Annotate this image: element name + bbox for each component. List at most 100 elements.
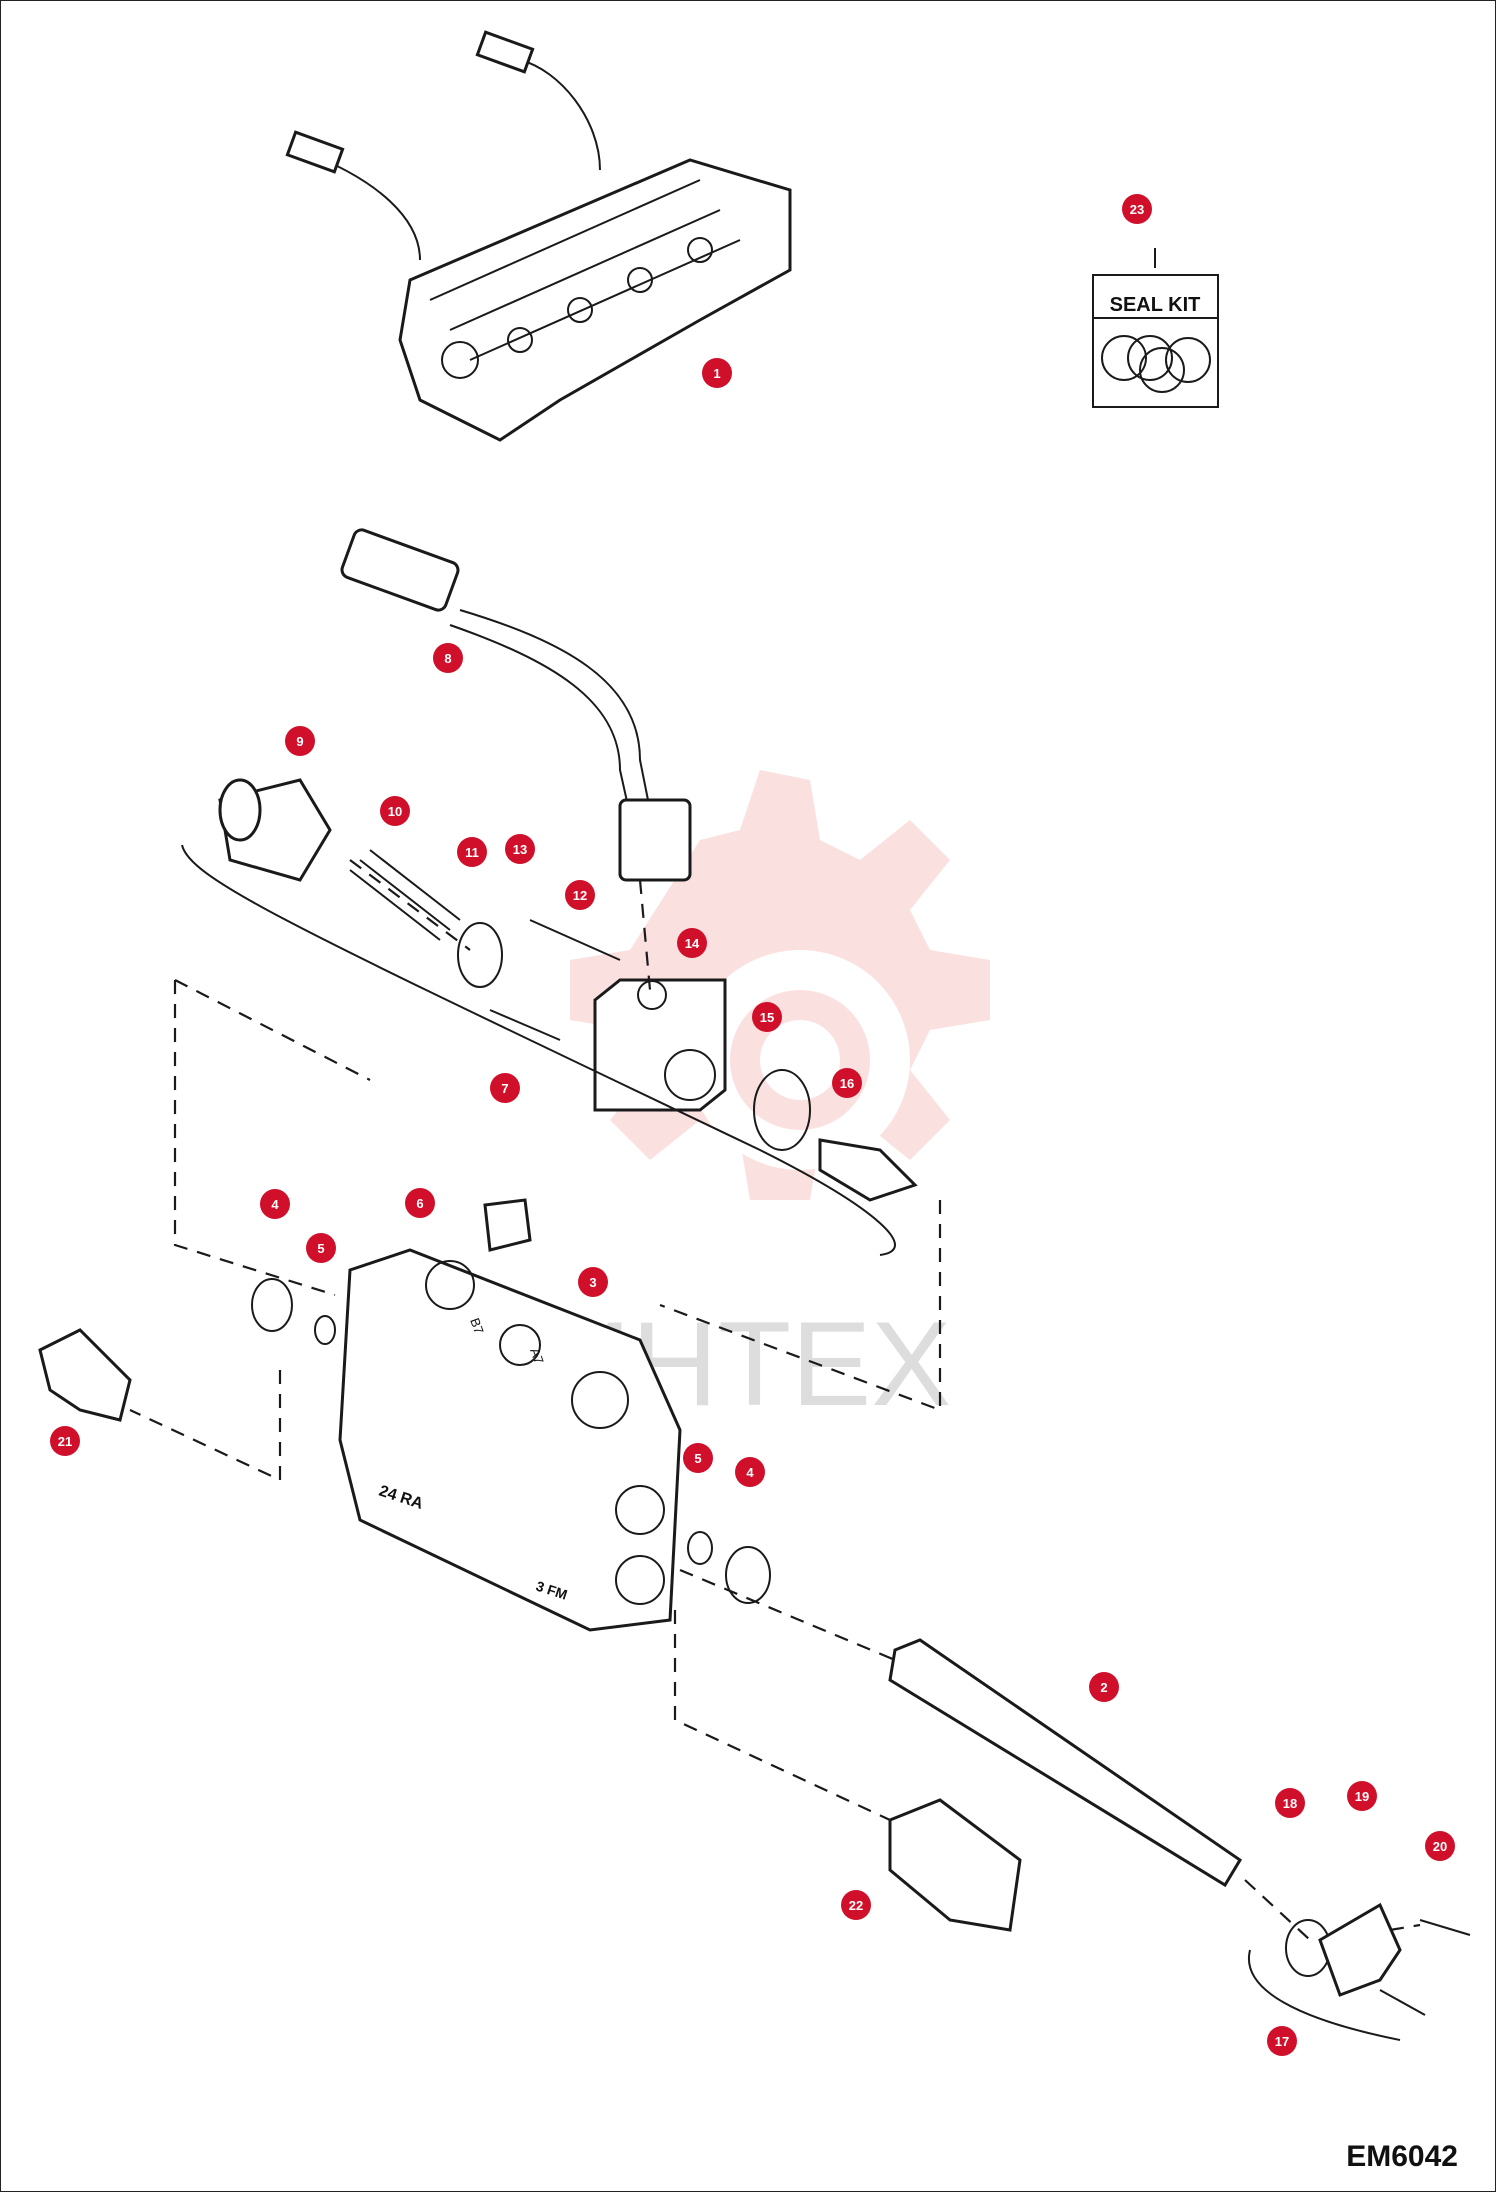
callout-number: 15 xyxy=(760,1010,774,1025)
sensor-harness xyxy=(340,528,692,882)
end-cap-spring xyxy=(218,778,503,988)
assembly-lines xyxy=(129,859,1421,1941)
callout-marker xyxy=(565,880,595,910)
document-code: EM6042 xyxy=(1346,2140,1458,2173)
callout-number: 7 xyxy=(501,1081,508,1096)
callout-marker xyxy=(683,1443,713,1473)
group-bracket-7 xyxy=(181,844,896,1256)
callout-21: 21 xyxy=(50,1426,80,1456)
callout-marker xyxy=(490,1073,520,1103)
bolt-17 xyxy=(1379,1989,1426,2016)
callout-10: 10 xyxy=(380,796,410,826)
callout-number: 8 xyxy=(444,651,451,666)
group-bracket-17 xyxy=(1247,1949,1401,2041)
callout-19: 19 xyxy=(1347,1781,1377,1811)
callout-5b: 5 xyxy=(683,1443,713,1473)
plate-19 xyxy=(1318,1902,1402,1997)
valve-section-body: 24 RA 3 FM B7 A7 xyxy=(338,1248,682,1632)
callout-marker xyxy=(677,928,707,958)
callout-8: 8 xyxy=(433,643,463,673)
callout-number: 16 xyxy=(840,1076,854,1091)
callout-2: 2 xyxy=(1089,1672,1119,1702)
section-mark-3: B7 xyxy=(467,1316,487,1336)
callout-number: 21 xyxy=(58,1434,72,1449)
callout-number: 4 xyxy=(271,1197,279,1212)
callout-marker xyxy=(260,1189,290,1219)
washer-4b xyxy=(725,1546,771,1604)
callout-number: 14 xyxy=(685,936,700,951)
washer-4a xyxy=(251,1278,293,1332)
oring-5a xyxy=(314,1315,336,1345)
callout-marker xyxy=(1275,1788,1305,1818)
callout-13: 13 xyxy=(505,834,535,864)
spool-2 xyxy=(888,1638,1243,1888)
callout-marker xyxy=(1089,1672,1119,1702)
callout-marker xyxy=(702,358,732,388)
callout-number: 20 xyxy=(1433,1839,1447,1854)
callout-18: 18 xyxy=(1275,1788,1305,1818)
callout-20: 20 xyxy=(1425,1831,1455,1861)
o-ring-15 xyxy=(753,1069,811,1151)
callout-3: 3 xyxy=(578,1267,608,1297)
callout-marker xyxy=(735,1457,765,1487)
callout-marker xyxy=(841,1890,871,1920)
callout-17: 17 xyxy=(1267,2026,1297,2056)
seal-kit-box: SEAL KIT xyxy=(1092,248,1219,408)
callout-12: 12 xyxy=(565,880,595,910)
callout-marker xyxy=(1267,2026,1297,2056)
callout-number: 12 xyxy=(573,888,587,903)
bolt-20 xyxy=(1419,1919,1471,1936)
bolt-13 xyxy=(529,919,621,961)
callout-14: 14 xyxy=(677,928,707,958)
callout-15: 15 xyxy=(752,1002,782,1032)
callout-4b: 4 xyxy=(735,1457,765,1487)
callout-number: 10 xyxy=(388,804,402,819)
callout-4a: 4 xyxy=(260,1189,290,1219)
callout-marker xyxy=(752,1002,782,1032)
callout-16: 16 xyxy=(832,1068,862,1098)
callout-number: 18 xyxy=(1283,1796,1297,1811)
fitting-21 xyxy=(38,1328,132,1422)
callout-number: 23 xyxy=(1130,202,1144,217)
callout-number: 9 xyxy=(296,734,303,749)
callout-number: 22 xyxy=(849,1898,863,1913)
callout-number: 1 xyxy=(713,366,720,381)
callout-marker xyxy=(306,1233,336,1263)
callout-7: 7 xyxy=(490,1073,520,1103)
callout-number: 3 xyxy=(589,1275,596,1290)
callout-9: 9 xyxy=(285,726,315,756)
section-mark-4: A7 xyxy=(527,1346,547,1366)
callout-1: 1 xyxy=(702,358,732,388)
callout-22: 22 xyxy=(841,1890,871,1920)
callout-marker xyxy=(433,643,463,673)
seal-kit-label: SEAL KIT xyxy=(1110,294,1201,316)
callout-11: 11 xyxy=(457,837,487,867)
callout-marker xyxy=(505,834,535,864)
callout-marker xyxy=(457,837,487,867)
callout-number: 13 xyxy=(513,842,527,857)
callout-marker xyxy=(1425,1831,1455,1861)
callout-number: 11 xyxy=(465,845,479,860)
callout-number: 2 xyxy=(1100,1680,1107,1695)
bolt-7 xyxy=(489,1009,561,1041)
callout-marker xyxy=(405,1188,435,1218)
poppet-16 xyxy=(818,1138,918,1202)
adapter-block xyxy=(593,978,727,1112)
callout-marker xyxy=(832,1068,862,1098)
callout-marker xyxy=(50,1426,80,1456)
oring-5b xyxy=(687,1531,713,1565)
callout-marker xyxy=(380,796,410,826)
callout-23: 23 xyxy=(1122,194,1152,224)
callout-marker xyxy=(1347,1781,1377,1811)
callout-number: 19 xyxy=(1355,1789,1369,1804)
valve-assembly xyxy=(285,30,792,442)
callout-number: 4 xyxy=(746,1465,754,1480)
plug-6 xyxy=(483,1198,532,1252)
callout-6: 6 xyxy=(405,1188,435,1218)
callout-5a: 5 xyxy=(306,1233,336,1263)
callout-marker xyxy=(1122,194,1152,224)
callout-marker xyxy=(285,726,315,756)
callout-number: 5 xyxy=(694,1451,701,1466)
